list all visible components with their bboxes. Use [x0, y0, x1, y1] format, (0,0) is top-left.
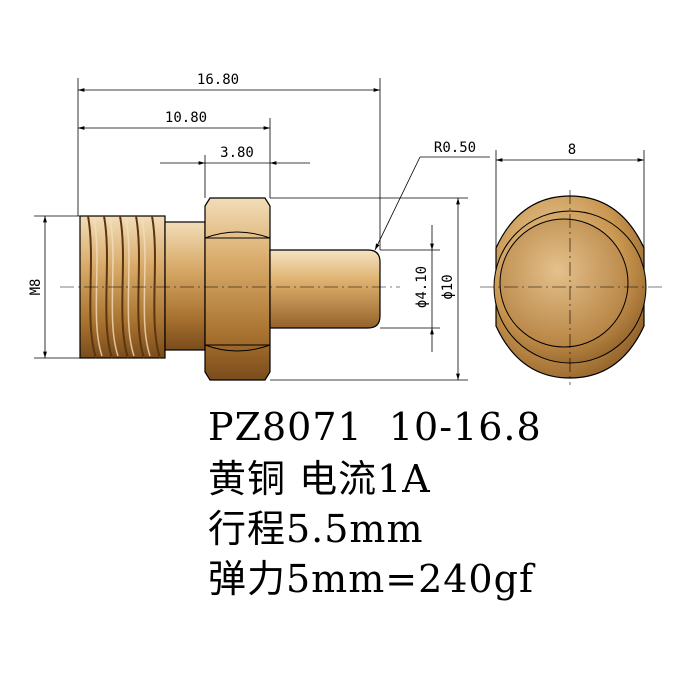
plunger-pin: [269, 249, 381, 329]
dim-tip-radius: R0.50: [434, 140, 476, 156]
dim-pin-diameter: ϕ4.10: [414, 266, 430, 308]
side-view: [60, 197, 400, 381]
spec-model-line: PZ8071 10-16.8: [208, 405, 542, 449]
spec-material-current: 黄铜 电流1A: [208, 457, 431, 501]
dim-overall-length: 16.80: [197, 72, 239, 88]
spec-spring-force: 弹力5mm=240gf: [208, 557, 535, 601]
spec-stroke: 行程5.5mm: [208, 507, 424, 551]
end-view: [480, 150, 665, 385]
hex-nut: [204, 197, 271, 381]
end-face-inner: [499, 218, 629, 348]
dimension-lines: [34, 78, 490, 381]
neck: [164, 221, 206, 351]
dim-hex-length: 3.80: [220, 145, 254, 161]
dim-hex-diameter: ϕ10: [440, 274, 456, 299]
dim-end-view-width: 8: [568, 142, 576, 158]
dim-thread-length: 10.80: [165, 110, 207, 126]
dim-thread-size: M8: [28, 279, 44, 296]
thread-ridges: [87, 215, 161, 359]
